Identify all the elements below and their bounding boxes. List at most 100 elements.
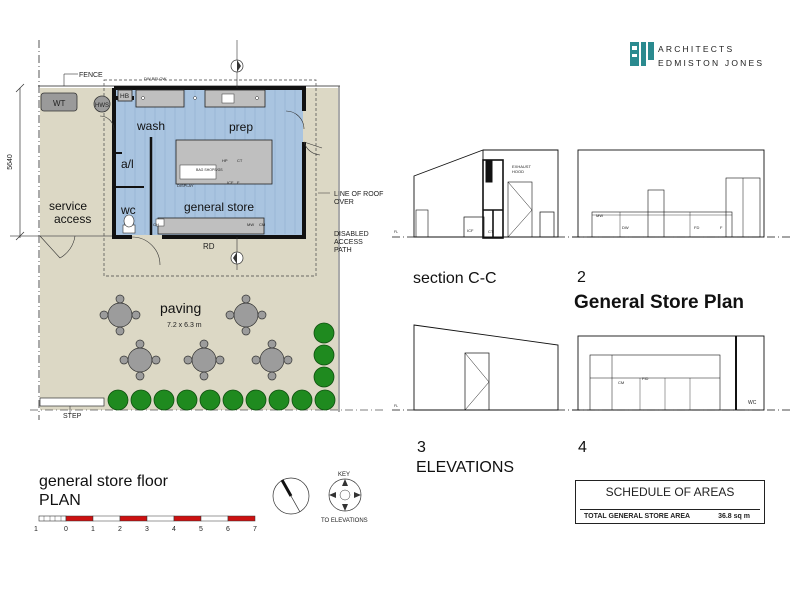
- scale-tick: 5: [199, 526, 203, 533]
- label-display: DISPLAY: [177, 183, 194, 188]
- roof-line: [103, 79, 317, 277]
- benches: [117, 89, 273, 235]
- view2-f: F: [720, 225, 723, 230]
- cafe-tables: [99, 294, 293, 381]
- service-access-area: [40, 88, 115, 235]
- label-rd: RD: [203, 242, 215, 251]
- scale-tick: 3: [145, 526, 149, 533]
- label-cm: CM: [259, 222, 265, 227]
- building-walls: [112, 86, 306, 239]
- water-tank: [40, 92, 78, 112]
- label-step: STEP: [63, 413, 82, 420]
- section-fl: FL: [394, 230, 398, 234]
- scale-bar: [38, 515, 256, 522]
- label-disabled-1: DISABLED: [334, 231, 369, 238]
- firm-name-line1: ARCHITECTS: [658, 44, 735, 54]
- section-c-c: [392, 149, 580, 239]
- scale-tick: 1: [34, 526, 38, 533]
- label-dw-below: DW BELOW: [144, 76, 166, 81]
- elevation-3: [392, 324, 580, 411]
- label-f: F: [237, 180, 240, 185]
- label-fence: FENCE: [79, 72, 103, 79]
- scale-tick: 6: [226, 526, 230, 533]
- label-paving: paving: [160, 300, 201, 316]
- view4-number: 4: [578, 439, 587, 456]
- dim-tick-bottom: [15, 231, 25, 241]
- schedule-row-label: TOTAL GENERAL STORE AREA: [584, 513, 691, 520]
- step: [39, 397, 105, 407]
- table-2: [225, 294, 267, 336]
- label-al: a/l: [121, 157, 134, 171]
- label-roof-2: OVER: [334, 199, 354, 206]
- firm-name-line2: EDMISTON JONES: [658, 58, 765, 68]
- view2-mw: MW: [596, 213, 603, 218]
- scale-tick: 0: [64, 526, 68, 533]
- view3-number: 3: [417, 439, 426, 456]
- label-hws: HWS: [95, 103, 109, 109]
- view3-title: ELEVATIONS: [416, 459, 514, 476]
- section-marker-bottom: [230, 237, 244, 270]
- hot-water-system: [93, 95, 111, 113]
- label-ct: CT: [237, 158, 243, 163]
- label-wc: wc: [120, 203, 136, 217]
- bench-details: [141, 93, 259, 227]
- key-label: KEY: [338, 472, 350, 478]
- north-arrow: [272, 477, 310, 515]
- label-access: access: [54, 212, 91, 226]
- table-4: [183, 339, 225, 381]
- label-hb: HB: [120, 93, 129, 100]
- view2-number: 2: [577, 269, 586, 286]
- label-prep: prep: [229, 120, 253, 134]
- scale-tick: 1: [91, 526, 95, 533]
- section-icf: ICF: [467, 228, 474, 233]
- schedule-title: SCHEDULE OF AREAS: [605, 485, 735, 499]
- label-mw: MW: [247, 222, 254, 227]
- section-ct: CT: [488, 229, 494, 234]
- elevation-4: [572, 335, 790, 411]
- view2-title: General Store Plan: [574, 292, 744, 313]
- dim-tick-top: [15, 83, 25, 93]
- label-wt: WT: [53, 99, 66, 108]
- label-service: service: [49, 199, 87, 213]
- schedule-row: TOTAL GENERAL STORE AREA 36.8 sq m: [580, 509, 760, 524]
- label-ch: CH: [153, 222, 159, 227]
- section-exhaust-label-2: HOOD: [512, 169, 524, 174]
- schedule-row-value: 36.8 sq m: [718, 513, 750, 520]
- table-3: [119, 339, 161, 381]
- view2-dw: DW: [622, 225, 629, 230]
- view4-wc: WC: [748, 400, 757, 406]
- key-label-2: TO ELEVATIONS: [321, 518, 368, 524]
- section-marker-top: [230, 40, 244, 88]
- scale-ticks: 1 0 1 2 3 4 5 6 7: [34, 526, 257, 533]
- view2-fd: FD: [694, 225, 699, 230]
- scale-tick: 4: [172, 526, 176, 533]
- section-title: section C-C: [413, 270, 497, 287]
- label-icf: ICF: [227, 180, 234, 185]
- label-wash: wash: [136, 119, 165, 133]
- view4-cm: CM: [618, 380, 624, 385]
- view4-fid: FID: [642, 376, 649, 381]
- section-exhaust-label: EXHAUST: [512, 164, 531, 169]
- firm-logo: ARCHITECTS EDMISTON JONES: [630, 40, 780, 70]
- label-paving-size: 7.2 x 6.3 m: [167, 322, 202, 329]
- scale-tick: 7: [253, 526, 257, 533]
- elevation-2: [572, 149, 790, 238]
- view3-fl: FL: [394, 404, 398, 408]
- elevation-key: [328, 478, 362, 512]
- trees: [107, 322, 336, 411]
- table-1: [99, 294, 141, 336]
- label-disabled-3: PATH: [334, 247, 352, 254]
- label-hp: HP: [222, 158, 228, 163]
- label-bag-scale: BAG SHOPS/GS: [196, 168, 223, 172]
- label-disabled-2: ACCESS: [334, 239, 363, 246]
- label-general-store: general store: [184, 200, 254, 214]
- table-5: [251, 339, 293, 381]
- label-roof-1: LINE OF ROOF: [334, 191, 383, 198]
- logo-mark-icon: [630, 42, 654, 66]
- plan-title-line1: general store floor: [39, 473, 169, 490]
- wc-fixture: [122, 214, 136, 234]
- schedule-of-areas: SCHEDULE OF AREAS TOTAL GENERAL STORE AR…: [575, 480, 765, 524]
- plan-title-line2: PLAN: [39, 492, 81, 509]
- door-swings: [39, 110, 323, 266]
